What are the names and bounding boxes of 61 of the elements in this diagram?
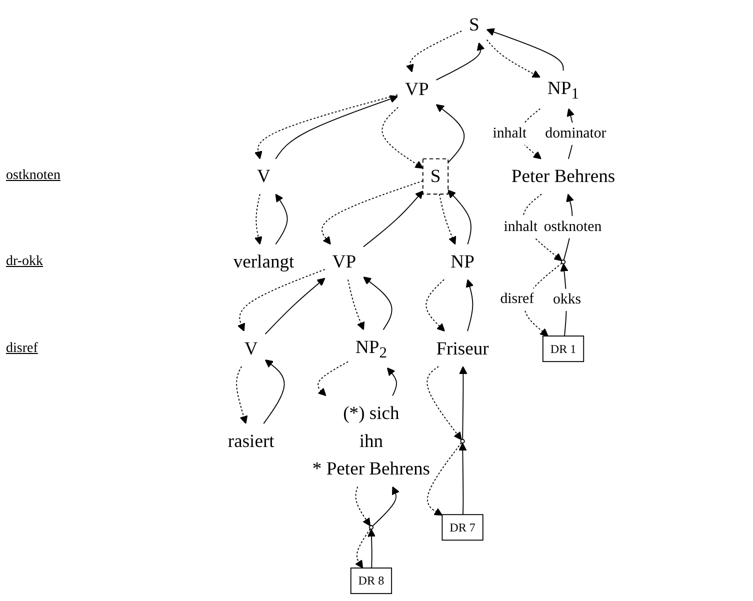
edge-label: okks (552, 292, 582, 308)
arrow (348, 279, 365, 330)
node-text: V (244, 338, 258, 360)
arrow (386, 367, 397, 396)
level-label: disref (6, 340, 38, 357)
edge-label: ostknoten (544, 218, 602, 235)
arrow (459, 366, 468, 440)
node-text: NP$_{1}$ (548, 78, 580, 102)
arrow (372, 486, 400, 527)
node-box: DR 8 (350, 568, 392, 594)
arrow (436, 104, 465, 164)
arrow (382, 106, 424, 169)
node-text: verlangt (233, 252, 294, 272)
node-circle (368, 525, 374, 530)
node-text: NP (450, 252, 474, 272)
arrow (275, 95, 398, 160)
level-label: ostknoten (6, 168, 60, 184)
node-text: NP$_{2}$ (355, 337, 387, 362)
node-text: V (257, 166, 270, 187)
arrow (236, 366, 248, 424)
arrow (436, 42, 485, 80)
arrow (254, 194, 262, 245)
edge-label: disref (500, 290, 534, 307)
node-text: VP (405, 79, 429, 100)
arrow (466, 279, 474, 332)
arrow (363, 276, 392, 330)
node-circle (460, 438, 465, 444)
node-box: DR 7 (442, 514, 484, 541)
arrow (355, 528, 371, 568)
arrow (426, 279, 445, 332)
node-box: DR 1 (542, 336, 584, 362)
node-text: S (468, 14, 480, 36)
arrow (367, 528, 376, 568)
arrow (322, 180, 424, 245)
arrow (318, 361, 348, 396)
arrow (254, 94, 398, 160)
edge-label: inhalt (492, 125, 527, 142)
arrow (458, 442, 467, 516)
arrow (263, 359, 285, 424)
arrow (486, 28, 564, 72)
arrow (486, 39, 540, 78)
arrow (426, 366, 462, 440)
arrow (264, 278, 326, 335)
edge-label: inhalt (504, 219, 538, 235)
arrow (448, 190, 472, 245)
node-text: rasiert (228, 431, 274, 452)
node-text: Friseur (436, 338, 489, 360)
edge-label: dominator (545, 125, 606, 142)
arrow (406, 30, 462, 72)
node-box: S (422, 158, 449, 195)
arrow (438, 194, 456, 245)
node-text: (*) sich ihn * Peter Behrens (312, 403, 430, 480)
node-text: Peter Behrens (511, 166, 616, 187)
arrow (275, 194, 288, 245)
node-text: VP (332, 252, 356, 272)
arrow (355, 486, 371, 526)
arrow (237, 268, 326, 332)
arrow (427, 442, 462, 516)
level-label: dr-okk (6, 254, 44, 270)
arrow (363, 190, 424, 248)
node-circle (560, 260, 566, 264)
